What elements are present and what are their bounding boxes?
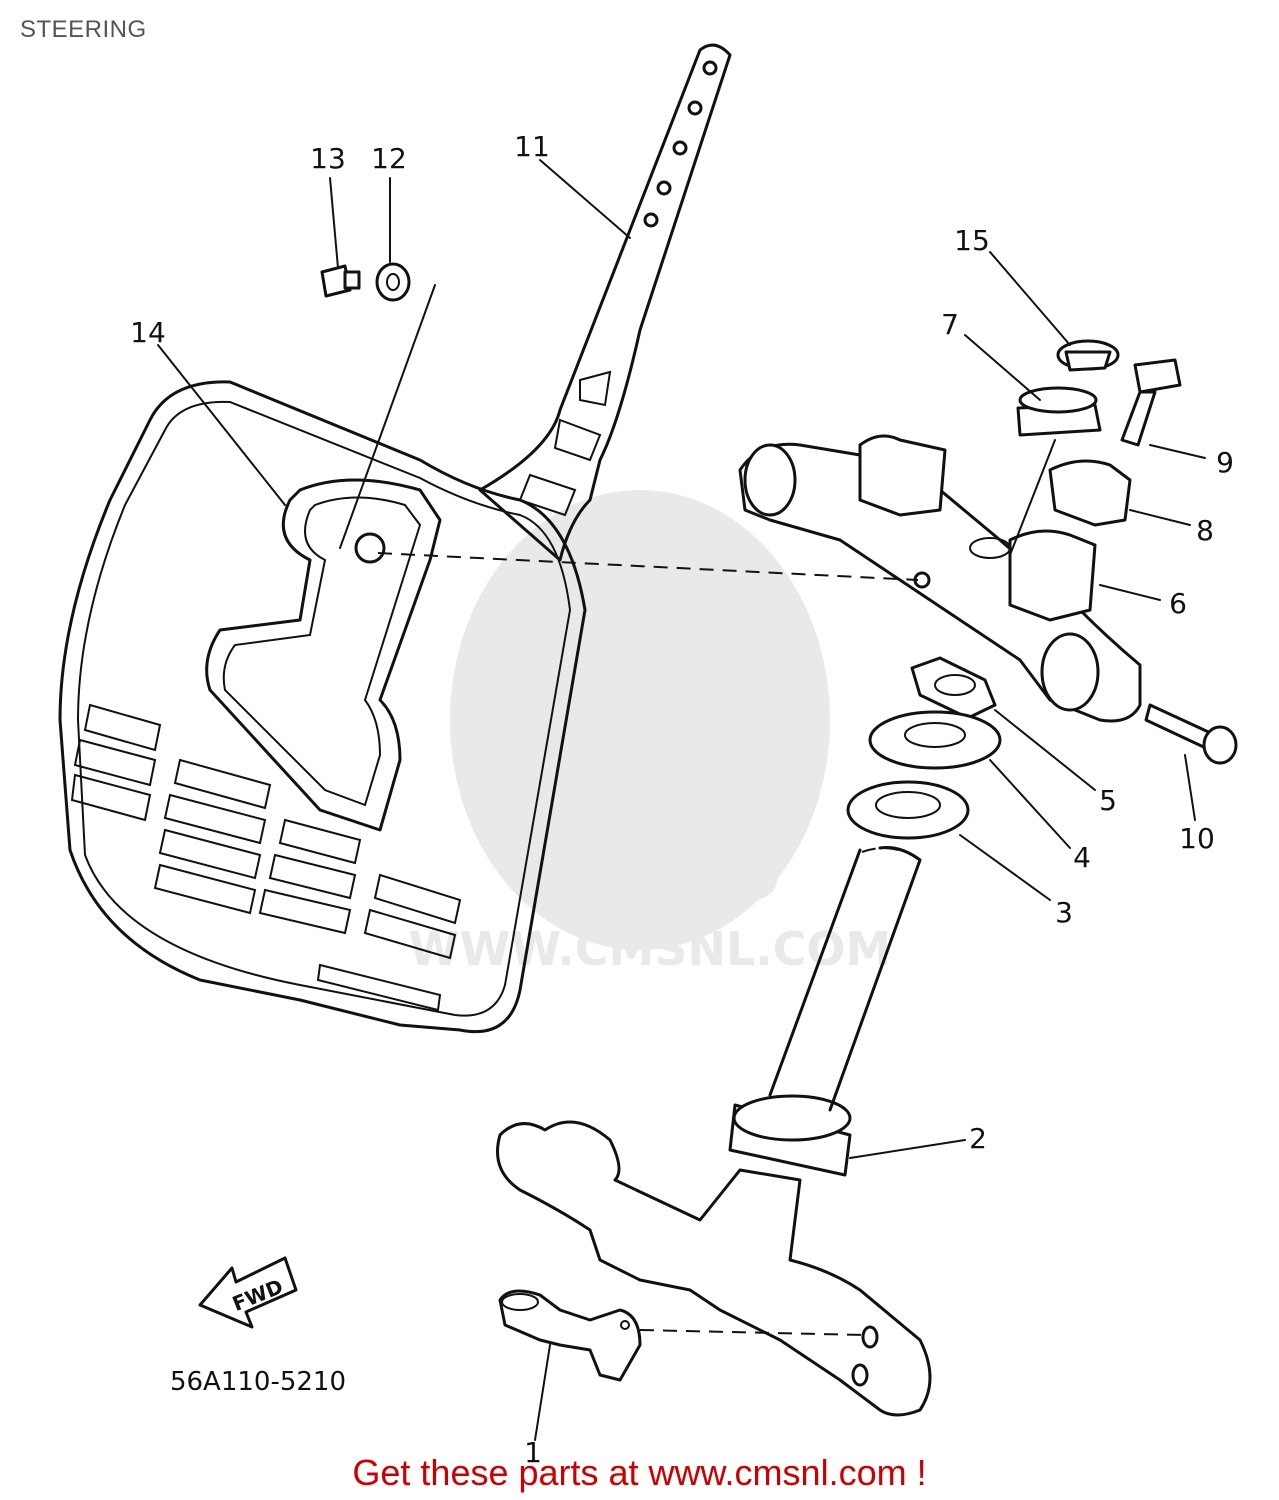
callout-15: 15 xyxy=(954,224,990,257)
under-bracket-steering-shaft xyxy=(496,846,932,1417)
callout-5: 5 xyxy=(1099,784,1117,817)
part-7-bushing[interactable] xyxy=(1016,386,1102,437)
callout-7: 7 xyxy=(941,308,959,341)
callout-12: 12 xyxy=(371,142,407,175)
callout-4: 4 xyxy=(1073,841,1091,874)
callout-6: 6 xyxy=(1169,587,1187,620)
part-10-bolt[interactable] xyxy=(1144,703,1238,765)
leader-lines xyxy=(157,159,1206,1441)
watermark-brand: CMS xyxy=(493,790,787,929)
part-2-lower-bearing[interactable] xyxy=(728,1094,852,1177)
part-3-bearing[interactable] xyxy=(846,780,970,840)
part-5-nut[interactable] xyxy=(910,656,997,720)
part-1-cable-guide[interactable] xyxy=(498,1289,642,1382)
part-15-cap[interactable] xyxy=(1056,339,1120,372)
fwd-arrow-icon: FWD xyxy=(198,1256,298,1329)
part-9-bolt[interactable] xyxy=(1120,358,1182,447)
watermark-url: WWW.CMSNL.COM xyxy=(409,922,892,976)
watermark: CMS WWW.CMSNL.COM xyxy=(409,490,892,976)
callout-8: 8 xyxy=(1196,514,1214,547)
callout-9: 9 xyxy=(1216,446,1234,479)
part-4-bearing-cover[interactable] xyxy=(868,710,1002,770)
assembly-lines xyxy=(339,284,1056,1336)
page-title: STEERING xyxy=(20,16,147,43)
callout-14: 14 xyxy=(130,316,166,349)
callout-13: 13 xyxy=(310,142,346,175)
callout-3: 3 xyxy=(1055,896,1073,929)
cta-link[interactable]: Get these parts at www.cmsnl.com ! xyxy=(352,1452,927,1493)
part-13-bolt[interactable] xyxy=(320,264,361,298)
part-6-upper-bracket[interactable] xyxy=(738,434,1142,723)
callout-10: 10 xyxy=(1179,822,1215,855)
callout-2: 2 xyxy=(969,1122,987,1155)
part-14-number-plate[interactable] xyxy=(58,43,732,1034)
callout-1: 1 xyxy=(524,1436,542,1469)
part-12-washer[interactable] xyxy=(375,262,411,302)
part-8-holder-cap[interactable] xyxy=(1048,459,1132,527)
diagram-code: 56A110-5210 xyxy=(170,1367,346,1397)
callout-labels: 11 13 12 14 15 7 9 8 6 5 4 3 10 2 1 xyxy=(130,130,1234,1469)
callout-11: 11 xyxy=(514,130,550,163)
